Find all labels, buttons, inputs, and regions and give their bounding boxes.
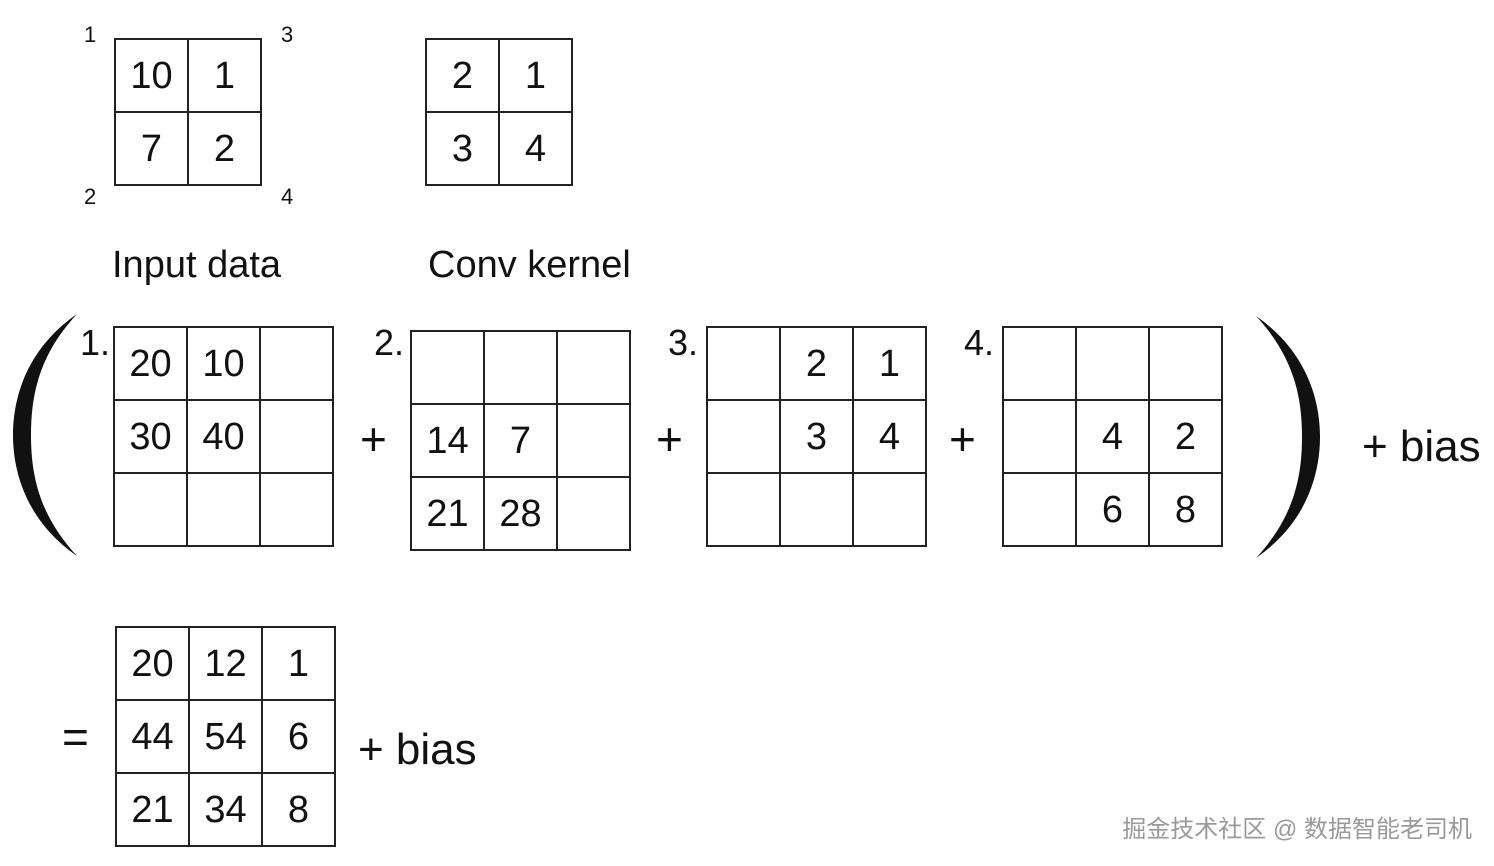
conv-kernel-caption: Conv kernel <box>428 244 631 286</box>
step-4-label: 4. <box>964 322 995 363</box>
step-2-cell: 28 <box>483 476 558 551</box>
input-cell: 1 <box>187 38 262 113</box>
step-1-label: 1. <box>80 322 111 363</box>
step-1-cell <box>259 472 334 547</box>
step-3-label: 3. <box>668 322 699 363</box>
step-1-cell <box>259 326 334 401</box>
step-1-cell <box>186 472 261 547</box>
right-parenthesis <box>1256 316 1320 558</box>
step-1-cell <box>259 399 334 474</box>
step-3-cell <box>779 472 854 547</box>
step-3-cell: 1 <box>852 326 927 401</box>
step-2-cell <box>483 330 558 405</box>
watermark: 掘金技术社区 @ 数据智能老司机 <box>1122 816 1472 843</box>
step-3-cell: 2 <box>779 326 854 401</box>
input-corner-1: 1 <box>84 22 97 47</box>
result-cell: 8 <box>261 772 336 847</box>
step-1-cell: 40 <box>186 399 261 474</box>
input-cell: 7 <box>114 111 189 186</box>
bias-label-result: + bias <box>358 725 477 774</box>
step-4-cell: 8 <box>1148 472 1223 547</box>
step-3-cell <box>706 399 781 474</box>
result-cell: 20 <box>115 626 190 701</box>
step-4-cell: 6 <box>1075 472 1150 547</box>
step-3-matrix: 2 1 3 4 <box>706 326 927 547</box>
step-2-cell <box>556 403 631 478</box>
plus-operator-2: + <box>656 413 683 465</box>
step-2-cell: 21 <box>410 476 485 551</box>
step-2-cell <box>410 330 485 405</box>
step-2-matrix: 14 7 21 28 <box>410 330 631 551</box>
step-1-cell: 30 <box>113 399 188 474</box>
result-cell: 6 <box>261 699 336 774</box>
step-3-cell: 4 <box>852 399 927 474</box>
step-4-cell <box>1002 326 1077 401</box>
step-3-cell: 3 <box>779 399 854 474</box>
kernel-cell: 1 <box>498 38 573 113</box>
step-4-cell: 4 <box>1075 399 1150 474</box>
input-corner-4: 4 <box>281 184 294 209</box>
step-4-cell <box>1002 399 1077 474</box>
input-corner-3: 3 <box>281 22 294 47</box>
step-1-cell: 10 <box>186 326 261 401</box>
step-3-cell <box>852 472 927 547</box>
step-2-label: 2. <box>374 322 405 363</box>
step-4-cell <box>1148 326 1223 401</box>
step-1-matrix: 20 10 30 40 <box>113 326 334 547</box>
plus-operator-3: + <box>949 413 976 465</box>
step-4-cell: 2 <box>1148 399 1223 474</box>
input-data-caption: Input data <box>112 244 282 286</box>
result-matrix: 20 12 1 44 54 6 21 34 8 <box>115 626 336 847</box>
step-3-cell <box>706 472 781 547</box>
result-cell: 34 <box>188 772 263 847</box>
input-data-matrix: 10 1 7 2 <box>114 38 262 186</box>
step-1-cell <box>113 472 188 547</box>
input-cell: 10 <box>114 38 189 113</box>
step-2-cell <box>556 330 631 405</box>
step-4-cell <box>1002 472 1077 547</box>
plus-operator-1: + <box>360 413 387 465</box>
kernel-cell: 3 <box>425 111 500 186</box>
step-2-cell: 14 <box>410 403 485 478</box>
kernel-cell: 2 <box>425 38 500 113</box>
equals-operator: = <box>62 711 89 763</box>
step-4-matrix: 4 2 6 8 <box>1002 326 1223 547</box>
step-4-cell <box>1075 326 1150 401</box>
bias-label-top: + bias <box>1362 422 1481 471</box>
result-cell: 12 <box>188 626 263 701</box>
conv-kernel-matrix: 2 1 3 4 <box>425 38 573 186</box>
result-cell: 21 <box>115 772 190 847</box>
kernel-cell: 4 <box>498 111 573 186</box>
step-2-cell: 7 <box>483 403 558 478</box>
result-cell: 1 <box>261 626 336 701</box>
left-parenthesis <box>13 314 77 556</box>
input-corner-2: 2 <box>84 184 97 209</box>
result-cell: 44 <box>115 699 190 774</box>
step-3-cell <box>706 326 781 401</box>
step-1-cell: 20 <box>113 326 188 401</box>
result-cell: 54 <box>188 699 263 774</box>
input-cell: 2 <box>187 111 262 186</box>
step-2-cell <box>556 476 631 551</box>
